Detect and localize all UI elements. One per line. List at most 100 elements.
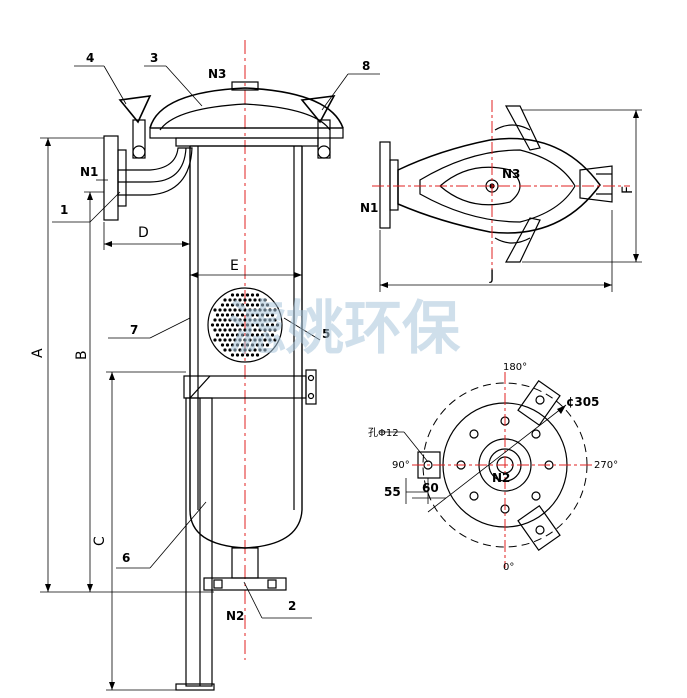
mesh-hole [253,318,257,322]
mesh-hole [255,353,260,357]
mesh-hole [225,323,230,327]
mesh-hole [263,328,267,332]
mesh-hole [250,343,255,347]
mesh-hole [245,343,250,347]
mesh-hole [245,353,250,357]
mesh-hole [223,348,227,352]
inlet-flange [103,135,119,221]
mesh-hole [245,323,250,327]
mesh-hole [248,308,252,312]
mesh-hole [258,348,262,352]
base-arrows [557,405,566,414]
mesh-hole [230,333,235,337]
mesh-hole [220,303,225,307]
label-item-3: 3 [150,51,158,65]
filter-basket-mesh [207,287,283,363]
mesh-hole [243,298,247,302]
mesh-hole [238,298,242,302]
mesh-hole [248,348,252,352]
mesh-hole [255,313,260,317]
mesh-hole [255,293,260,297]
label-base-n2: N2 [492,471,510,485]
mesh-hole [223,338,227,342]
mesh-hole [248,318,252,322]
mesh-hole [235,323,240,327]
mesh-hole [228,308,232,312]
mesh-hole [213,338,217,342]
support-leg [185,397,213,687]
label-dia-305: ¢305 [566,395,599,409]
mesh-hole [215,313,220,317]
mesh-hole [255,343,260,347]
mesh-hole [250,333,255,337]
mesh-hole [233,348,237,352]
label-n2-outlet: N2 [226,609,244,623]
label-angle-180: 180° [503,362,527,373]
mesh-hole [270,313,275,317]
mesh-hole [243,308,247,312]
mesh-hole [253,348,257,352]
lift-handle-left [118,95,152,124]
swing-bolt-left [132,119,146,159]
mesh-hole [258,308,262,312]
top-view-lug-bottom [504,217,541,263]
label-item-1: 1 [60,203,68,217]
lift-handle-right [300,95,336,124]
mesh-hole [248,338,252,342]
front-view [103,40,344,691]
front-dimensions [40,65,380,691]
mesh-hole [238,308,242,312]
mesh-hole [228,338,232,342]
dim-arrows [45,138,302,690]
mesh-hole [265,323,270,327]
mesh-hole [250,303,255,307]
label-item-5: 5 [322,327,330,341]
mesh-hole [253,338,257,342]
mesh-hole [210,323,215,327]
mesh-hole [260,323,265,327]
leg-foot [175,683,215,691]
mesh-hole [273,328,277,332]
mesh-hole [268,318,272,322]
mesh-hole [255,303,260,307]
mesh-hole [265,313,270,317]
mesh-hole [220,313,225,317]
mesh-hole [243,338,247,342]
mesh-hole [258,298,262,302]
mesh-hole [245,333,250,337]
top-view-clamp [579,165,613,203]
top-view-dimensions [379,109,642,292]
label-n1-inlet: N1 [80,165,98,179]
mesh-hole [263,318,267,322]
mesh-hole [268,328,272,332]
mesh-hole [250,313,255,317]
mesh-hole [230,343,235,347]
mesh-hole [260,313,265,317]
mesh-hole [270,323,275,327]
label-item-7: 7 [130,323,138,337]
mesh-hole [243,328,247,332]
mesh-hole [240,323,245,327]
mesh-hole [258,328,262,332]
mesh-hole [240,293,245,297]
base-centerlines [412,372,592,568]
mesh-hole [238,328,242,332]
mesh-hole [270,333,275,337]
mesh-hole [225,313,230,317]
label-angle-0: 0° [503,562,514,573]
mesh-hole [248,298,252,302]
mesh-hole [225,303,230,307]
mesh-hole [213,318,217,322]
mesh-hole [213,308,217,312]
mesh-hole [258,318,262,322]
mesh-hole [250,293,255,297]
mesh-hole [273,338,277,342]
label-n3-nozzle: N3 [208,67,226,81]
mesh-hole [218,318,222,322]
mesh-hole [228,318,232,322]
mesh-hole [230,293,235,297]
mesh-hole [243,348,247,352]
mesh-hole [240,333,245,337]
mesh-hole [245,303,250,307]
label-dim-60: 60 [422,481,439,495]
